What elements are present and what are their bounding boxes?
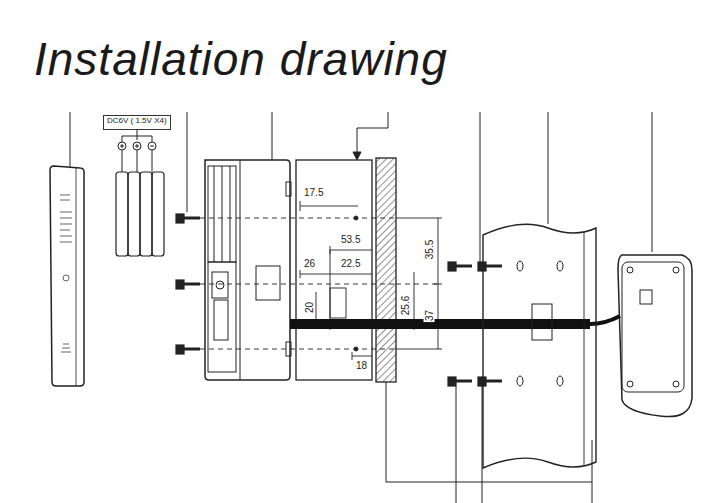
dimension-label: 53.5: [340, 234, 361, 245]
dimension-label: 18: [355, 360, 368, 371]
diagram-title: Installation drawing: [34, 36, 448, 82]
battery-spec-box: DC6V ( 1.5V X4): [103, 115, 171, 130]
dimension-label: 22.5: [340, 258, 361, 269]
dimension-label: 35.5: [424, 239, 435, 260]
dimension-label: 20: [304, 301, 315, 314]
dimension-label: 37: [424, 309, 435, 322]
spec-text: DC6V ( 1.5V X4): [107, 117, 167, 126]
dimension-label: 25.6: [400, 295, 411, 316]
dimension-label: 26: [303, 258, 316, 269]
dimension-label: 17.5: [303, 187, 324, 198]
